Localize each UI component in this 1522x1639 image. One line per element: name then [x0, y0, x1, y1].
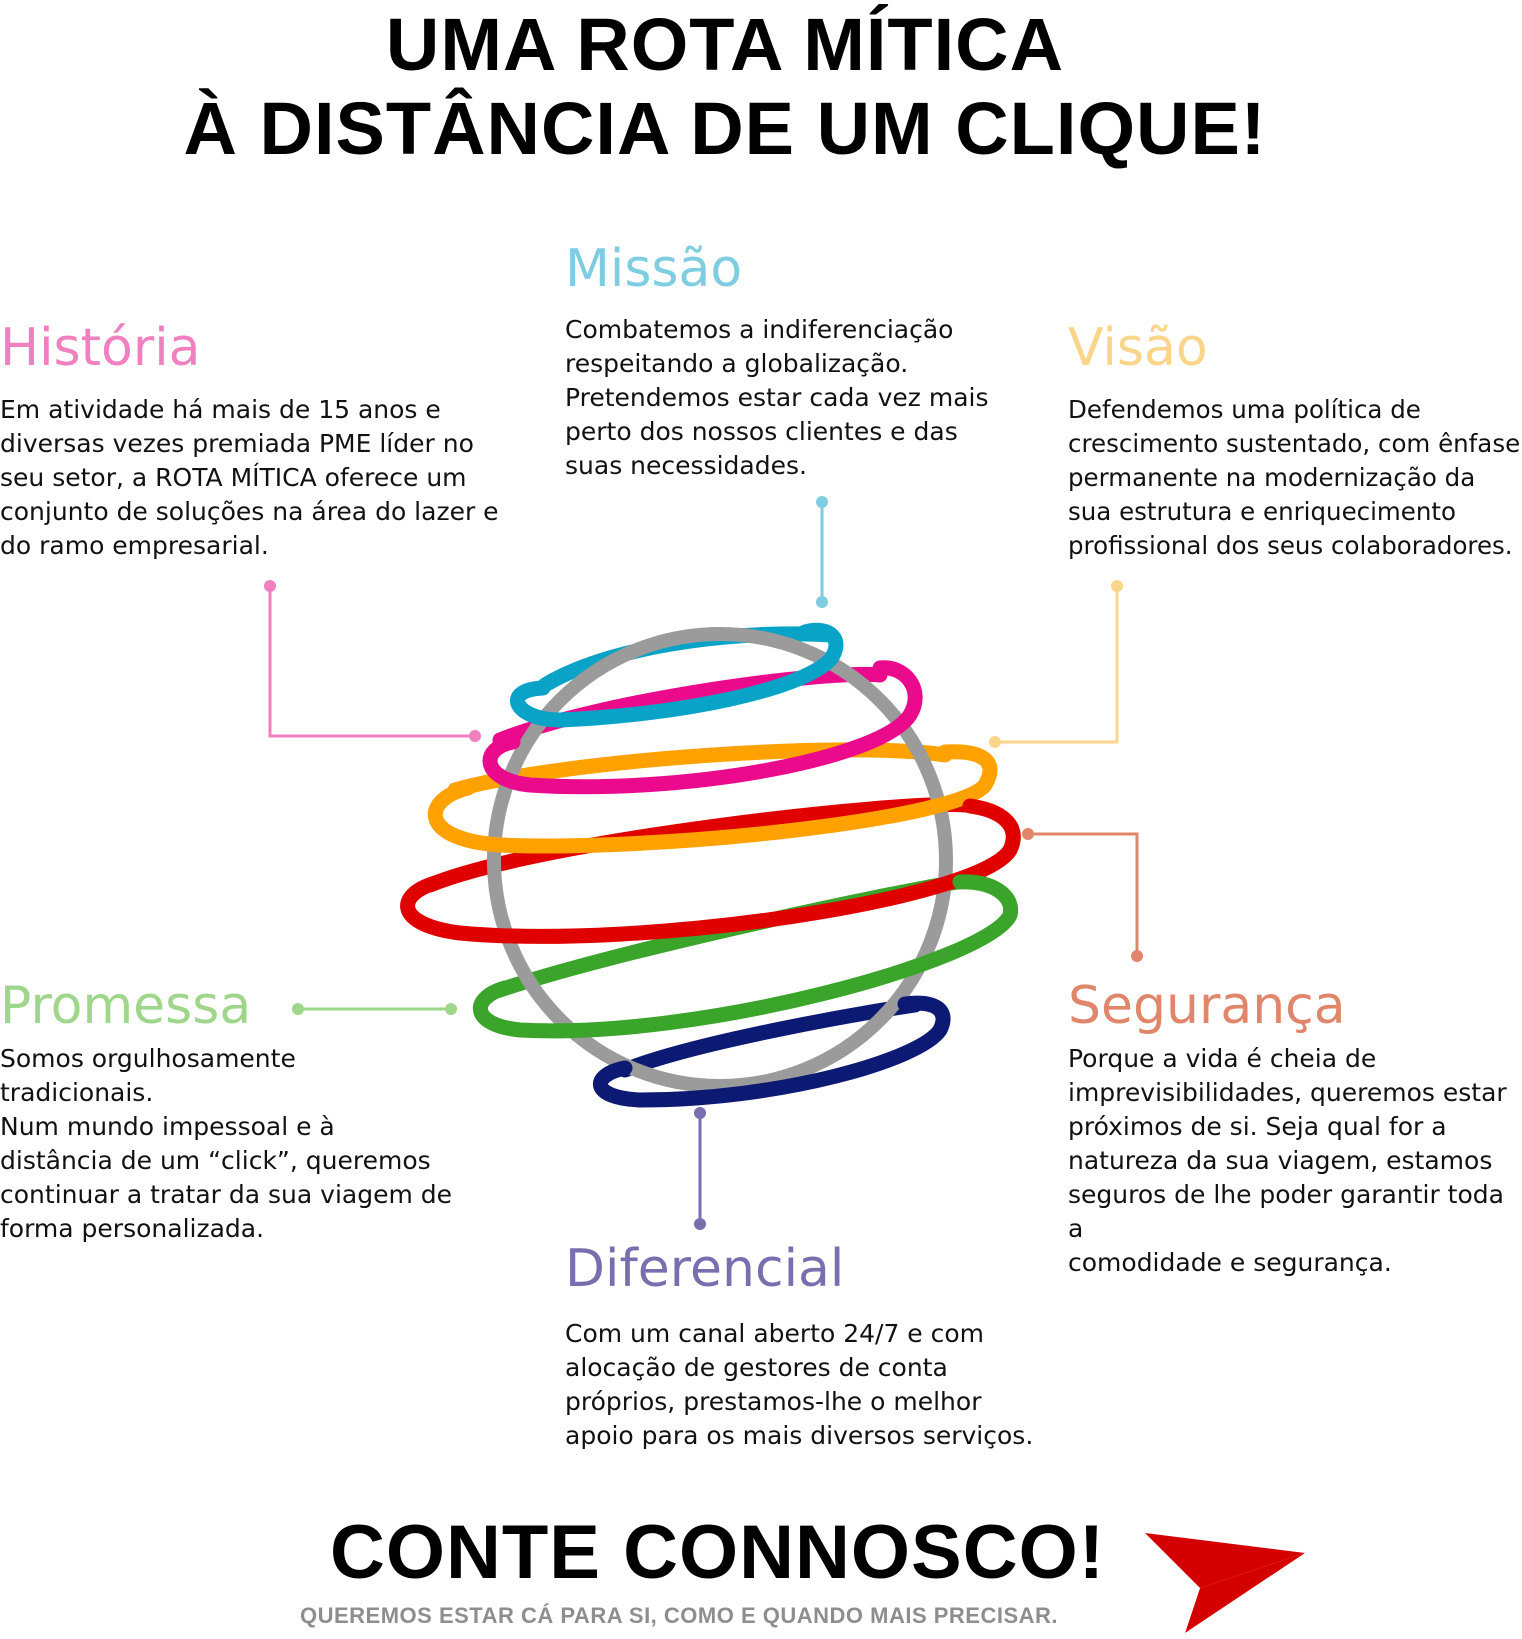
promessa-heading: Promessa	[0, 976, 252, 1036]
connector-seguranca	[1028, 832, 1139, 956]
cta-heading: CONTE CONNOSCO!	[330, 1510, 1105, 1595]
ring-diferencial-back	[617, 997, 923, 1078]
missao-text: Combatemos a indiferenciação respeitando…	[565, 315, 989, 480]
seguranca-text: Porque a vida é cheia de imprevisibilida…	[1068, 1044, 1507, 1277]
paper-plane-icon	[1145, 1533, 1305, 1633]
connector-dot-hist	[469, 730, 481, 742]
ring-promessa	[473, 874, 1019, 1039]
ring-visao-back	[447, 742, 953, 798]
ring-red-back	[422, 797, 973, 893]
connector-dot-hist	[264, 580, 276, 592]
connector-dot-miss	[816, 496, 828, 508]
ring-historia	[482, 660, 923, 795]
ring-promessa-back	[492, 872, 978, 998]
visao-heading: Visão	[1068, 318, 1208, 378]
ring-historia-back	[492, 667, 888, 748]
tagline-text: QUEREMOS ESTAR CÁ PARA SI, COMO E QUANDO…	[300, 1603, 1059, 1628]
diferencial-text: Com um canal aberto 24/7 e com alocação …	[565, 1319, 1034, 1450]
seguranca-heading: Segurança	[1068, 976, 1346, 1036]
connector-dot-seg	[1131, 950, 1143, 962]
connector-dot-seg	[1022, 828, 1034, 840]
connector-dot-miss	[816, 596, 828, 608]
connector-dot-dif	[694, 1218, 706, 1230]
ring-visao	[427, 744, 998, 854]
page-title-line-2: À DISTÂNCIA DE UM CLIQUE!	[183, 87, 1267, 170]
connector-dot-prom	[292, 1003, 304, 1015]
visao-text: Defendemos uma política de crescimento s…	[1068, 395, 1521, 560]
historia-text: Em atividade há mais de 15 anos e divers…	[0, 395, 499, 560]
connector-dot-dif	[694, 1107, 706, 1119]
ring-missao-back	[537, 626, 838, 693]
globe-circle	[487, 627, 953, 1093]
connector-historia	[268, 586, 475, 738]
ring-diferencial	[593, 995, 951, 1108]
ring-missao	[510, 622, 844, 728]
page-title-line-1: UMA ROTA MÍTICA	[385, 3, 1065, 86]
historia-heading: História	[0, 318, 201, 378]
ring-red	[400, 798, 1021, 944]
promessa-text: Somos orgulhosamente tradicionais. Num m…	[0, 1044, 453, 1243]
connector-dot-vis	[1111, 580, 1123, 592]
connector-dot-prom	[445, 1003, 457, 1015]
missao-heading: Missão	[565, 239, 743, 299]
connector-dot-vis	[989, 736, 1001, 748]
diferencial-heading: Diferencial	[565, 1239, 845, 1299]
connector-visao	[995, 586, 1119, 744]
